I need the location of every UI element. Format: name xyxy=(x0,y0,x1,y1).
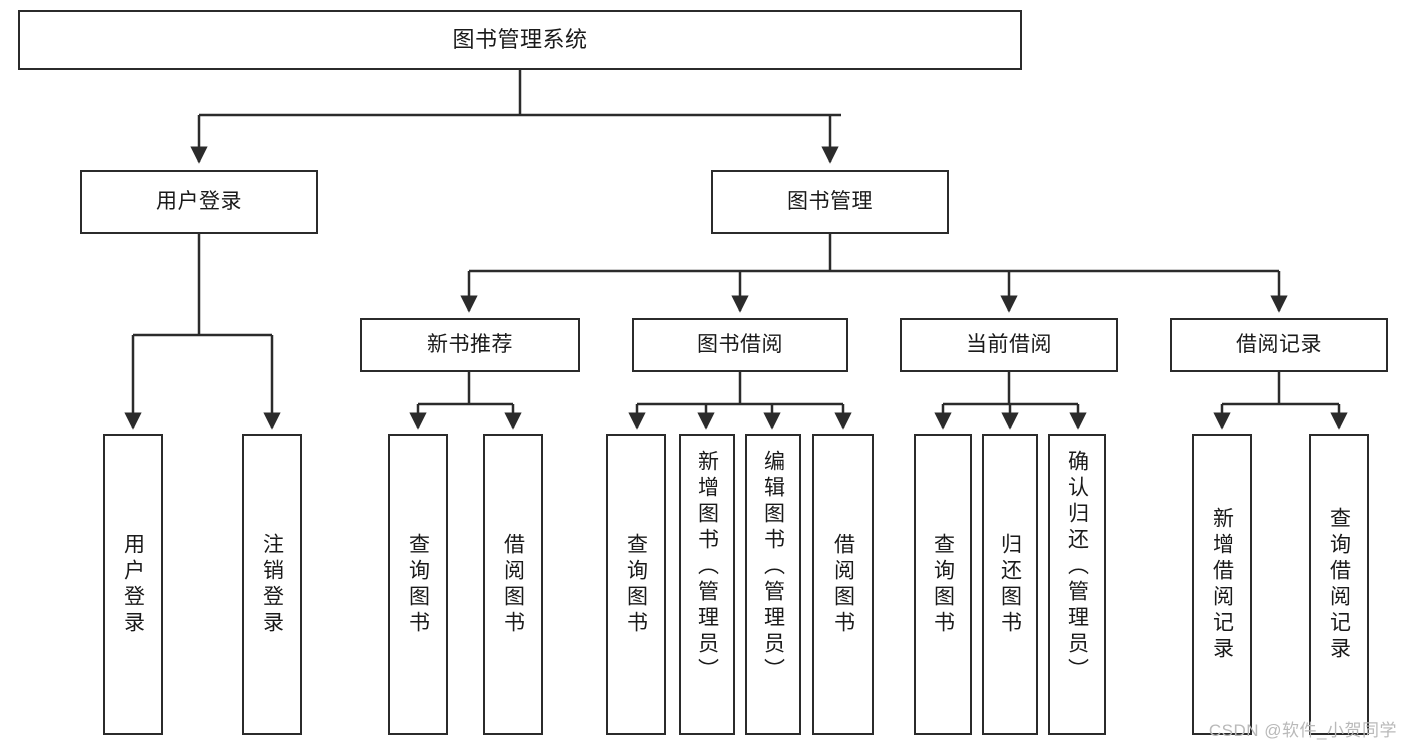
node-leaf-borrow-book[interactable]: 借阅图书 xyxy=(812,434,874,735)
node-leaf-confirm-return-admin[interactable]: 确认归还（管理员） xyxy=(1048,434,1106,735)
node-label: 用户登录 xyxy=(121,532,145,637)
node-leaf-add-book-admin[interactable]: 新增图书（管理员） xyxy=(679,434,735,735)
node-label: 注销登录 xyxy=(260,532,284,637)
node-borrow-record[interactable]: 借阅记录 xyxy=(1170,318,1388,372)
node-label: 图书管理系统 xyxy=(452,27,588,53)
node-current-borrow[interactable]: 当前借阅 xyxy=(900,318,1118,372)
node-label: 确认归还（管理员） xyxy=(1065,450,1089,684)
node-book-management[interactable]: 图书管理 xyxy=(711,170,949,234)
node-leaf-return-book[interactable]: 归还图书 xyxy=(982,434,1038,735)
node-leaf-query-book-borrow[interactable]: 查询图书 xyxy=(606,434,666,735)
node-label: 编辑图书（管理员） xyxy=(761,450,785,684)
node-label: 查询图书 xyxy=(931,532,955,637)
node-label: 用户登录 xyxy=(156,189,242,213)
node-leaf-query-borrow-record[interactable]: 查询借阅记录 xyxy=(1309,434,1369,735)
node-label: 借阅记录 xyxy=(1236,332,1322,356)
node-leaf-borrow-book-recommend[interactable]: 借阅图书 xyxy=(483,434,543,735)
watermark: CSDN @软件_小贺同学 xyxy=(1208,721,1397,740)
node-leaf-edit-book-admin[interactable]: 编辑图书（管理员） xyxy=(745,434,801,735)
node-label: 图书借阅 xyxy=(697,332,783,356)
node-new-book-recommend[interactable]: 新书推荐 xyxy=(360,318,580,372)
node-root-system[interactable]: 图书管理系统 xyxy=(18,10,1022,70)
node-label: 新增图书（管理员） xyxy=(695,450,719,684)
node-label: 图书管理 xyxy=(787,189,873,213)
node-label: 新书推荐 xyxy=(427,332,513,356)
node-book-borrow[interactable]: 图书借阅 xyxy=(632,318,848,372)
node-label: 查询借阅记录 xyxy=(1327,506,1351,663)
node-leaf-user-login[interactable]: 用户登录 xyxy=(103,434,163,735)
node-label: 借阅图书 xyxy=(501,532,525,637)
node-label: 新增借阅记录 xyxy=(1210,506,1234,663)
node-leaf-query-book-current[interactable]: 查询图书 xyxy=(914,434,972,735)
node-label: 借阅图书 xyxy=(831,532,855,637)
node-label: 查询图书 xyxy=(406,532,430,637)
node-leaf-add-borrow-record[interactable]: 新增借阅记录 xyxy=(1192,434,1252,735)
node-leaf-logout[interactable]: 注销登录 xyxy=(242,434,302,735)
node-user-login[interactable]: 用户登录 xyxy=(80,170,318,234)
node-label: 当前借阅 xyxy=(966,332,1052,356)
node-label: 查询图书 xyxy=(624,532,648,637)
node-leaf-query-book-recommend[interactable]: 查询图书 xyxy=(388,434,448,735)
node-label: 归还图书 xyxy=(998,532,1022,637)
